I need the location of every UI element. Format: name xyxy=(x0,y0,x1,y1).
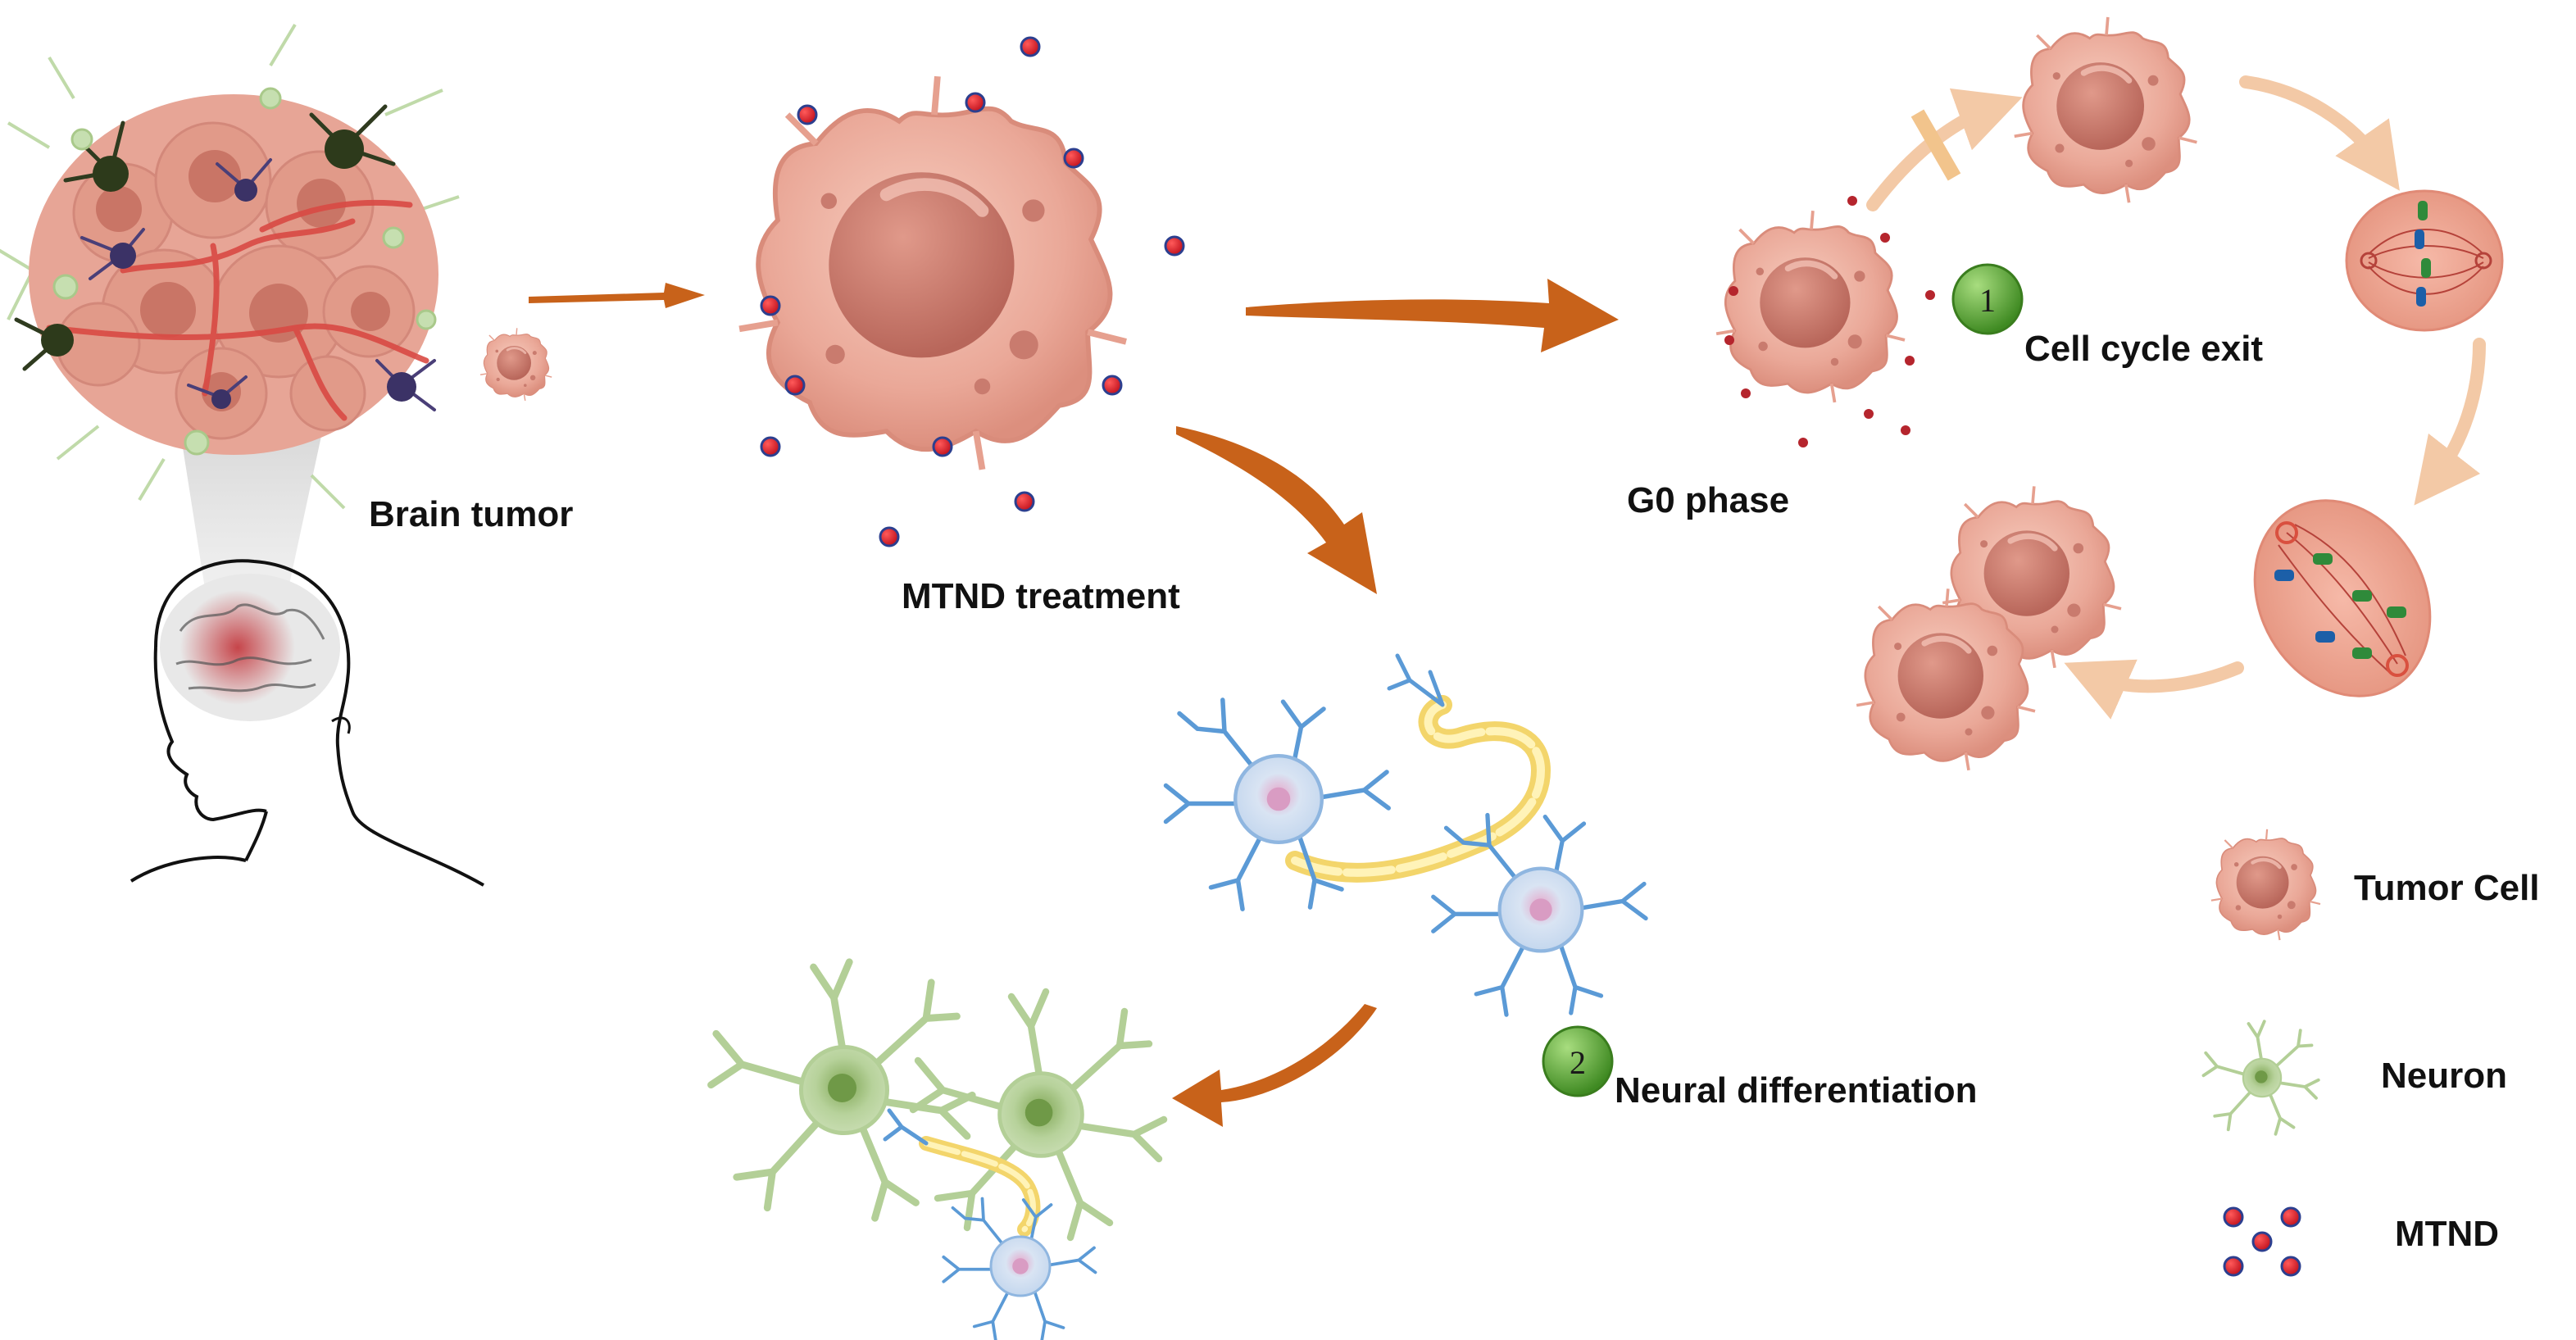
legend-label-mtnd: MTND xyxy=(2395,1214,2499,1254)
g0-tumor-cell-icon xyxy=(1716,211,1905,402)
label-brain-tumor: Brain tumor xyxy=(369,494,573,534)
myelinated-axon xyxy=(1285,695,1552,883)
svg-text:1: 1 xyxy=(1979,282,1996,319)
mtnd-particles-icon xyxy=(2223,1206,2301,1277)
cycle-tumor-cell-icon xyxy=(2015,17,2197,202)
legend-label-tumor-cell: Tumor Cell xyxy=(2354,868,2540,908)
label-g0-phase: G0 phase xyxy=(1627,480,1789,520)
neural-network-lower xyxy=(711,962,1165,1340)
brain-tumor-illustration xyxy=(0,23,553,887)
svg-text:2: 2 xyxy=(1570,1044,1586,1081)
blocked-cycle-arrow xyxy=(1866,88,2023,211)
legend-item-mtnd: MTND xyxy=(2223,1206,2499,1277)
green-neuron-1 xyxy=(711,962,973,1219)
large-tumor-cell-icon xyxy=(739,76,1126,470)
legend-item-neuron: Neuron xyxy=(2201,1020,2507,1136)
cell-cycle xyxy=(1856,17,2504,770)
mtnd-particles xyxy=(760,36,1185,547)
inhibition-bar xyxy=(1910,109,1961,181)
legend-item-tumor-cell: Tumor Cell xyxy=(2211,829,2540,940)
neural-network-upper xyxy=(1166,653,1647,1015)
head-outline xyxy=(129,559,484,887)
projection-beam xyxy=(176,406,328,615)
label-neural-differentiation: Neural differentiation xyxy=(1615,1070,1978,1111)
mitosis-cell-metaphase xyxy=(2345,189,2504,332)
arrow-to-neural-differentiation xyxy=(1176,426,1377,594)
tumor-cell-icon xyxy=(2211,829,2320,940)
arrow-to-g0-phase xyxy=(1246,279,1619,352)
arrow-to-mature-neurons xyxy=(1172,1004,1377,1127)
tumor-mass xyxy=(0,23,460,510)
mtnd-treated-cell xyxy=(739,36,1185,547)
legend: Tumor Cell Neuron MTND xyxy=(2201,829,2540,1277)
g0-phase-cell xyxy=(1716,196,1935,447)
neuron-icon xyxy=(2201,1020,2320,1136)
step-badge-2: 2 xyxy=(1542,1025,1614,1097)
label-mtnd-treatment: MTND treatment xyxy=(902,576,1180,616)
small-tumor-cell xyxy=(479,326,553,402)
mitosis-cell-anaphase xyxy=(2253,499,2432,697)
arrow-to-treatment xyxy=(529,283,705,308)
step-badge-1: 1 xyxy=(1951,263,2024,335)
legend-label-neuron: Neuron xyxy=(2381,1056,2507,1096)
label-cell-cycle-exit: Cell cycle exit xyxy=(2024,329,2263,369)
